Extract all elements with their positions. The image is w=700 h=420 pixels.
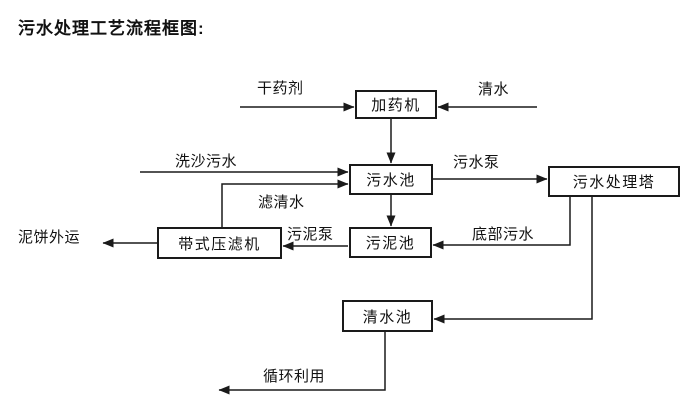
flow-label-bottom-sewage: 底部污水 <box>472 226 535 243</box>
node-clear-water-pool-label: 清水池 <box>362 308 413 326</box>
node-sewage-pool-label: 污水池 <box>366 172 416 189</box>
flow-label-dry-agent: 干药剂 <box>257 80 304 97</box>
node-dosing-machine-label: 加药机 <box>371 97 421 114</box>
node-sludge-pool-label: 污泥池 <box>365 235 416 252</box>
node-clear-water-pool: 清水池 <box>342 300 433 332</box>
flow-label-recycling: 循环利用 <box>263 368 326 385</box>
flow-label-mud-cake-outbound: 泥饼外运 <box>18 229 81 246</box>
node-sludge-pool: 污泥池 <box>349 227 432 258</box>
node-belt-filter-press: 带式压滤机 <box>157 227 282 259</box>
edge-filtered-water-press-to-sewage-pool <box>221 179 349 227</box>
flow-label-filtered-water: 滤清水 <box>258 194 305 211</box>
flow-label-sludge-pump: 污泥泵 <box>287 226 334 243</box>
edge-recycling-out <box>218 332 386 395</box>
edge-bottom-sewage-tower-to-sludge-pool <box>432 197 571 250</box>
flow-label-sewage-pump: 污水泵 <box>453 154 500 171</box>
node-dosing-machine: 加药机 <box>355 90 437 119</box>
node-treatment-tower-label: 污水处理塔 <box>572 174 656 191</box>
edge-tower-to-clear-water-pool <box>433 197 593 324</box>
node-sewage-pool: 污水池 <box>349 164 433 195</box>
flow-label-sand-washing-sewage: 洗沙污水 <box>175 153 238 170</box>
flow-label-clear-water: 清水 <box>478 81 510 98</box>
node-belt-filter-press-label: 带式压滤机 <box>178 235 261 253</box>
diagram-title: 污水处理工艺流程框图: <box>18 19 205 38</box>
node-treatment-tower: 污水处理塔 <box>548 166 680 197</box>
